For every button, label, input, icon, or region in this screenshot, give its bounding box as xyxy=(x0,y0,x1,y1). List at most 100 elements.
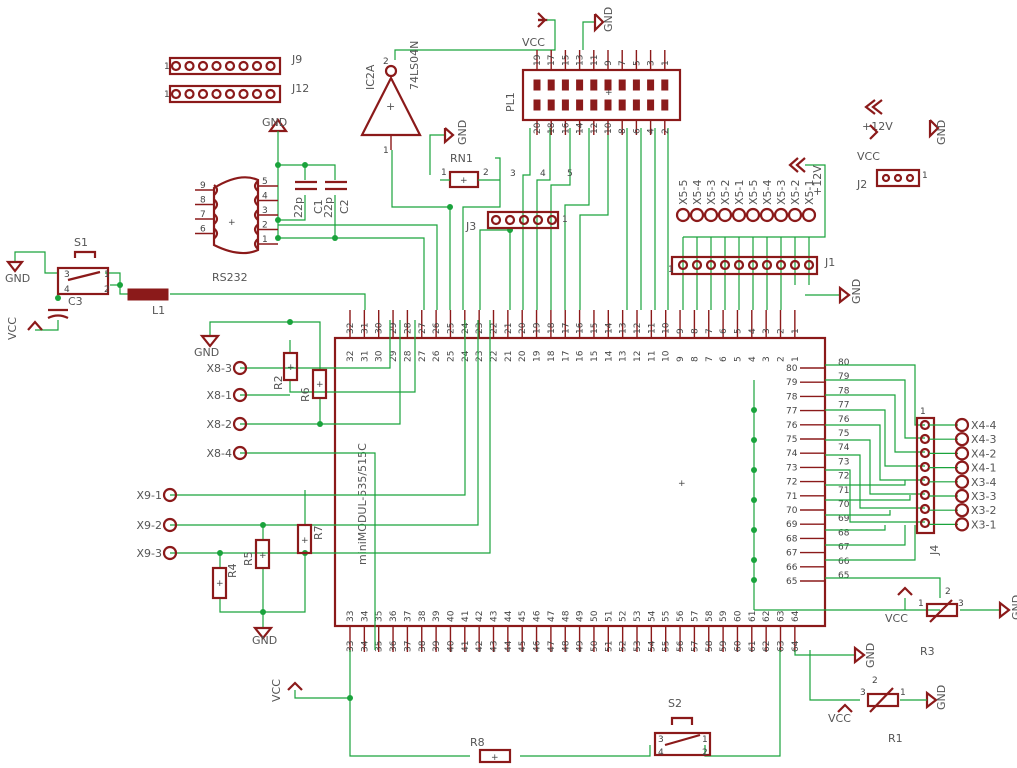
junctions xyxy=(55,162,757,701)
module-bottom-pin-label-inner: 50 xyxy=(590,610,600,622)
r7-label: R7 xyxy=(312,525,325,540)
module-top-pin-label-inner: 13 xyxy=(619,351,629,362)
module-right-pin-label-outer: 79 xyxy=(838,372,850,382)
module-right-pin-label-inner: 79 xyxy=(786,378,798,388)
j4-pin xyxy=(919,503,931,515)
c2-label: C2 xyxy=(338,199,351,214)
module-top-pin-label-outer: 9 xyxy=(676,328,686,334)
pl1-contact xyxy=(661,99,669,111)
module-bottom-pin-label-inner: 58 xyxy=(705,610,715,622)
module-top-pin-label-inner: 27 xyxy=(418,351,428,362)
potentiometer-r3: 1 3 2 R3 VCC GND xyxy=(885,586,1017,658)
gnd-label-rs232: GND xyxy=(262,116,287,129)
module-top-pin-label-inner: 28 xyxy=(403,350,413,362)
j3-label: J3 xyxy=(465,220,476,233)
module-top-pin-label-inner: 19 xyxy=(533,350,543,362)
c1-label: C1 xyxy=(312,199,325,214)
module-right-pin-label-inner: 78 xyxy=(786,392,798,402)
header-pin xyxy=(197,88,209,100)
module-bottom-pin-label-outer: 45 xyxy=(518,641,528,652)
header-pin xyxy=(238,88,249,100)
pl1-contact xyxy=(547,79,555,91)
module-bottom-pin-label-inner: 46 xyxy=(533,610,543,622)
vcc-label-top: VCC xyxy=(522,36,545,49)
x9-terminal xyxy=(162,545,178,561)
module-bottom-pin-label-outer: 42 xyxy=(475,641,485,652)
db9-right-contact xyxy=(253,194,259,207)
vcc-symbol-bottom: VCC xyxy=(270,679,303,702)
j3-pin xyxy=(532,214,544,226)
j1-pin xyxy=(747,259,759,271)
svg-text:+: + xyxy=(678,479,686,489)
svg-text:2: 2 xyxy=(945,587,951,597)
module-bottom-pin-label-outer: 51 xyxy=(604,641,614,652)
pl1-contact xyxy=(561,99,569,111)
l1-label: L1 xyxy=(152,304,165,317)
db9-right-pin-label: 4 xyxy=(262,192,268,202)
resistor-r4: + R4 xyxy=(211,563,239,600)
x5-terminal xyxy=(801,207,817,223)
r3-label: R3 xyxy=(920,645,935,658)
vcc-label-j2: VCC xyxy=(857,150,880,163)
svg-text:2: 2 xyxy=(483,168,489,178)
pl1-top-pin-label: 19 xyxy=(533,54,543,66)
x4x3-terminal xyxy=(954,517,970,532)
p12v-symbol-x5: +12V xyxy=(788,157,824,196)
module-top-pin-label-outer: 2 xyxy=(777,328,787,334)
x4x3-terminal-label: X3-3 xyxy=(971,490,997,503)
header-pin1-label: 1 xyxy=(164,90,170,100)
module-right-pin-label-outer: 73 xyxy=(838,457,849,467)
module-bottom-pin-label-outer: 46 xyxy=(533,640,543,652)
module-bottom-pin-label-outer: 60 xyxy=(733,640,743,652)
module-top-pin-label-outer: 14 xyxy=(604,322,614,334)
svg-text:1: 1 xyxy=(918,599,924,609)
svg-text:1: 1 xyxy=(900,688,906,698)
module-bottom-pin-label-inner: 56 xyxy=(676,610,686,622)
connector-j4: J4 1 xyxy=(915,407,941,556)
x4x3-terminal-label: X4-2 xyxy=(971,447,997,460)
module-top-pin-label-outer: 23 xyxy=(475,323,485,334)
module-top-pin-label-outer: 22 xyxy=(490,323,500,334)
module-bottom-pin-label-outer: 37 xyxy=(403,641,413,652)
db9-right-contact xyxy=(253,180,259,192)
module-bottom-pin-label-inner: 45 xyxy=(518,611,528,622)
module-top-pin-label-inner: 31 xyxy=(360,351,370,362)
gnd-symbol-bottom-left: GND xyxy=(252,626,277,647)
gnd-label-module: GND xyxy=(864,643,877,668)
j1-pin xyxy=(803,259,815,271)
r8-label: R8 xyxy=(470,736,485,749)
pl1-top-pin-label: 5 xyxy=(632,60,642,66)
x8-terminal-label: X8-2 xyxy=(206,418,232,431)
db9-left-contact xyxy=(213,198,219,211)
module-right-pin-label-inner: 70 xyxy=(786,506,798,516)
module-bottom-pin-label-inner: 54 xyxy=(647,610,657,622)
db9-right-contact xyxy=(253,209,259,221)
resistor-r6: + R6 xyxy=(299,368,328,402)
module-top-pin-label-outer: 6 xyxy=(719,328,729,334)
module-bottom-pin-label-outer: 58 xyxy=(705,640,715,652)
module-bottom-pin-label-inner: 53 xyxy=(633,611,643,622)
module-bottom-pin-label-outer: 62 xyxy=(762,641,772,652)
svg-text:3: 3 xyxy=(658,735,664,745)
module-top-pin-label-outer: 24 xyxy=(461,322,471,334)
x4x3-terminal-label: X3-4 xyxy=(971,476,997,489)
db9-right-contact xyxy=(253,223,259,236)
gnd-label-top: GND xyxy=(602,7,615,32)
pl1-contact xyxy=(590,99,598,111)
x4x3-terminal xyxy=(954,417,970,433)
x4-x3-terminals: X4-4X4-3X4-2X4-1X3-4X3-3X3-2X3-1 xyxy=(929,417,997,532)
header-pin xyxy=(251,60,263,72)
resistor-r7: + R7 xyxy=(296,523,325,555)
module-bottom-pin-label-inner: 61 xyxy=(748,611,758,622)
module-bottom-pin-label-outer: 54 xyxy=(647,640,657,652)
resistor-r2: + R2 xyxy=(272,351,299,390)
svg-text:1: 1 xyxy=(920,407,926,417)
j1-pin xyxy=(775,259,787,271)
module-bottom-pin-label-inner: 38 xyxy=(418,610,428,622)
module-right-pin-label-outer: 68 xyxy=(838,528,850,538)
pl1-contact xyxy=(576,79,584,91)
header-pin xyxy=(224,88,236,100)
capacitor-c2: C2 22p xyxy=(322,180,351,218)
x8-terminal-label: X8-1 xyxy=(206,389,232,402)
module-top-pin-label-outer: 13 xyxy=(619,323,629,334)
